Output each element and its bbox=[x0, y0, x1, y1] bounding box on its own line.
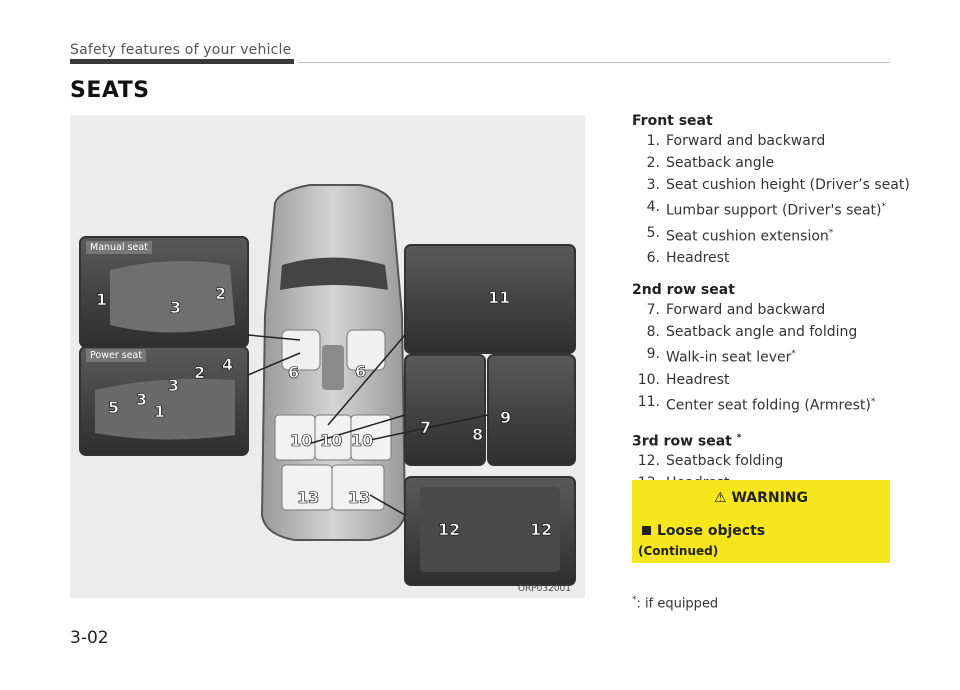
callout-11: 11 bbox=[488, 288, 510, 307]
list-item: 10.Headrest bbox=[632, 372, 932, 389]
page-title: SEATS bbox=[70, 78, 150, 103]
item-number: 7. bbox=[632, 302, 666, 319]
item-number: 4. bbox=[632, 199, 666, 220]
callout-3: 3 bbox=[170, 298, 181, 317]
item-text: Forward and backward bbox=[666, 302, 825, 319]
item-text: Headrest bbox=[666, 372, 729, 389]
item-text: Lumbar support (Driver's seat)* bbox=[666, 199, 886, 220]
list-item: 2.Seatback angle bbox=[632, 155, 932, 172]
warning-box: ⚠ WARNING Loose objects (Continued) bbox=[632, 480, 890, 563]
callout-12b: 12 bbox=[530, 520, 552, 539]
list-item: 8.Seatback angle and folding bbox=[632, 324, 932, 341]
list-item: 6.Headrest bbox=[632, 250, 932, 267]
item-number: 11. bbox=[632, 394, 666, 415]
square-bullet-icon bbox=[642, 526, 651, 535]
list-item: 5.Seat cushion extension* bbox=[632, 225, 932, 246]
callout-7: 7 bbox=[420, 418, 431, 437]
item-number: 2. bbox=[632, 155, 666, 172]
callout-10b: 10 bbox=[320, 431, 342, 450]
list-item: 9.Walk-in seat lever* bbox=[632, 346, 932, 367]
section-header: Safety features of your vehicle bbox=[70, 42, 291, 58]
item-text: Seat cushion extension* bbox=[666, 225, 833, 246]
seats-figure: 1 3 2 5 3 3 1 2 4 6 6 10 10 10 13 13 11 … bbox=[70, 115, 585, 598]
item-text: Forward and backward bbox=[666, 133, 825, 150]
callout-9: 9 bbox=[500, 408, 511, 427]
item-text: Seatback angle and folding bbox=[666, 324, 857, 341]
power-seat-label: Power seat bbox=[86, 349, 146, 362]
figure-code: ORP032001 bbox=[518, 584, 571, 594]
list-item: 1.Forward and backward bbox=[632, 133, 932, 150]
item-text: Seat cushion height (Driver’s seat) bbox=[666, 177, 910, 194]
header-rule bbox=[298, 62, 890, 63]
item-number: 3. bbox=[632, 177, 666, 194]
item-number: 12. bbox=[632, 453, 666, 470]
callout-13a: 13 bbox=[297, 488, 319, 507]
callout-3b: 3 bbox=[136, 390, 147, 409]
item-number: 5. bbox=[632, 225, 666, 246]
callout-1: 1 bbox=[96, 290, 107, 309]
list-item: 7.Forward and backward bbox=[632, 302, 932, 319]
list-item: 3.Seat cushion height (Driver’s seat) bbox=[632, 177, 932, 194]
callout-6a: 6 bbox=[288, 363, 299, 382]
item-text: Walk-in seat lever* bbox=[666, 346, 796, 367]
callout-5: 5 bbox=[108, 398, 119, 417]
warning-triangle-icon: ⚠ bbox=[714, 490, 727, 506]
callout-6b: 6 bbox=[355, 362, 366, 381]
callout-12a: 12 bbox=[438, 520, 460, 539]
callout-1b: 1 bbox=[154, 402, 165, 421]
callout-8: 8 bbox=[472, 425, 483, 444]
callout-13b: 13 bbox=[348, 488, 370, 507]
header-bar bbox=[70, 59, 294, 64]
item-number: 9. bbox=[632, 346, 666, 367]
section-title: 3rd row seat * bbox=[632, 430, 932, 451]
item-text: Headrest bbox=[666, 250, 729, 267]
section-title: 2nd row seat bbox=[632, 282, 932, 299]
callout-10a: 10 bbox=[290, 431, 312, 450]
section-title: Front seat bbox=[632, 113, 932, 130]
item-number: 1. bbox=[632, 133, 666, 150]
item-number: 6. bbox=[632, 250, 666, 267]
callout-3c: 3 bbox=[168, 376, 179, 395]
item-number: 8. bbox=[632, 324, 666, 341]
list-item: 11.Center seat folding (Armrest)* bbox=[632, 394, 932, 415]
list-item: 4.Lumbar support (Driver's seat)* bbox=[632, 199, 932, 220]
warning-continued: (Continued) bbox=[638, 544, 718, 558]
seats-illustration: 1 3 2 5 3 3 1 2 4 6 6 10 10 10 13 13 11 … bbox=[70, 115, 585, 598]
callout-2b: 2 bbox=[194, 363, 205, 382]
manual-seat-label: Manual seat bbox=[86, 241, 152, 254]
item-number: 10. bbox=[632, 372, 666, 389]
item-text: Center seat folding (Armrest)* bbox=[666, 394, 875, 415]
item-text: Seatback angle bbox=[666, 155, 774, 172]
warning-subtitle: Loose objects bbox=[642, 523, 765, 539]
footnote: *: if equipped bbox=[632, 595, 718, 611]
callout-4: 4 bbox=[222, 355, 233, 374]
item-text: Seatback folding bbox=[666, 453, 783, 470]
list-item: 12.Seatback folding bbox=[632, 453, 932, 470]
callout-2: 2 bbox=[215, 284, 226, 303]
warning-title: ⚠ WARNING bbox=[632, 490, 890, 506]
page-number: 3-02 bbox=[70, 628, 109, 648]
callout-10c: 10 bbox=[351, 431, 373, 450]
